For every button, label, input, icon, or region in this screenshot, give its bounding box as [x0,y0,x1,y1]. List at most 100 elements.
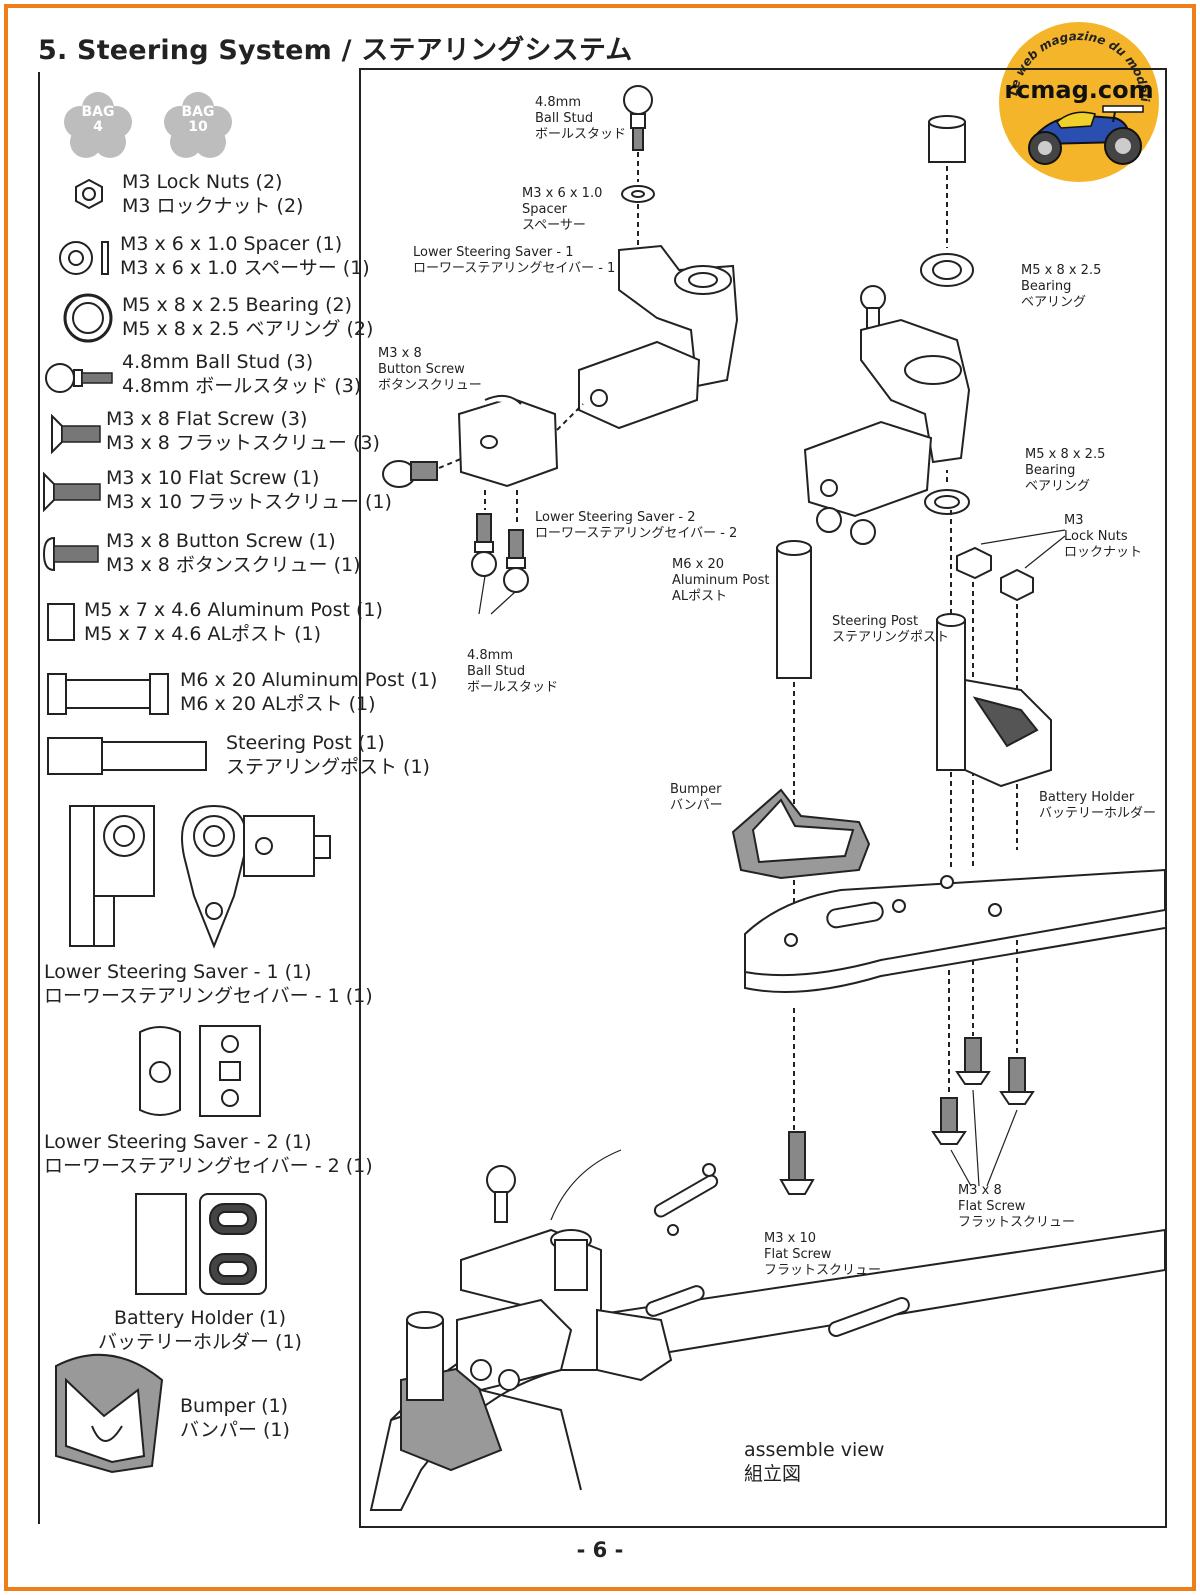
m6-alu-post-icon [47,673,169,715]
part-lock-nuts: M3 Lock Nuts (2) M3 ロックナット (2) [122,170,303,218]
part-lower-saver-2-jp: ローワーステアリングセイバー - 2 (1) [44,1155,373,1177]
part-flat-screw-10-jp: M3 x 10 フラットスクリュー (1) [106,491,392,513]
callout-spacer: M3 x 6 x 1.0 Spacer スペーサー [522,186,602,234]
part-m5-alu-post-en: M5 x 7 x 4.6 Aluminum Post (1) [84,599,383,621]
part-lower-saver-2: Lower Steering Saver - 2 (1) ローワーステアリングセ… [44,1130,373,1178]
callout-bumper-en: Bumper [670,782,722,797]
callout-flat-screw-8: M3 x 8 Flat Screw フラットスクリュー [958,1183,1075,1231]
callout-bearing-bottom: M5 x 8 x 2.5 Bearing ベアリング [1025,447,1105,495]
part-bearing-jp: M5 x 8 x 2.5 ベアリング (2) [122,318,374,340]
page-frame [4,4,1196,1591]
part-bumper: Bumper (1) バンパー (1) [180,1394,290,1442]
callout-ball-stud-bottom-size: 4.8mm [467,648,514,663]
callout-lower-saver-1-en: Lower Steering Saver - 1 [413,245,574,260]
part-battery-holder: Battery Holder (1) バッテリーホルダー (1) [92,1306,308,1354]
callout-steering-post: Steering Post ステアリングポスト [832,614,949,646]
callout-ball-stud-top-size: 4.8mm [535,95,582,110]
callout-button-screw-jp: ボタンスクリュー [378,378,482,393]
part-lock-nuts-jp: M3 ロックナット (2) [122,195,304,217]
callout-assemble-view: assemble view 組立図 [744,1438,884,1486]
part-ball-stud: 4.8mm Ball Stud (3) 4.8mm ボールスタッド (3) [122,350,361,398]
callout-button-screw: M3 x 8 Button Screw ボタンスクリュー [378,346,482,394]
part-ball-stud-jp: 4.8mm ボールスタッド (3) [122,375,362,397]
callout-lower-saver-1-jp: ローワーステアリングセイバー - 1 [413,261,616,276]
lock-nut-icon [75,178,103,210]
bumper-icon [55,1353,164,1474]
callout-alu-post-en: Aluminum Post [672,573,770,588]
callout-lower-saver-1: Lower Steering Saver - 1 ローワーステアリングセイバー … [413,245,615,277]
callout-lock-nuts-en: Lock Nuts [1064,529,1128,544]
callout-lower-saver-2: Lower Steering Saver - 2 ローワーステアリングセイバー … [535,510,737,542]
bag-4-line2: 4 [93,119,103,135]
page-title: 5. Steering System / ステアリングシステム [38,35,633,66]
callout-bearing-bottom-jp: ベアリング [1025,479,1091,494]
callout-button-screw-size: M3 x 8 [378,346,422,361]
callout-ball-stud-bottom-jp: ボールスタッド [467,680,559,695]
callout-steering-post-en: Steering Post [832,614,919,629]
left-column-rule [38,72,40,1524]
part-spacer-en: M3 x 6 x 1.0 Spacer (1) [120,233,343,255]
lower-saver-1-drawing [578,244,739,430]
callout-bearing-top-size: M5 x 8 x 2.5 [1021,263,1102,278]
lower-saver-2-icon [139,1025,261,1117]
part-lower-saver-1-jp: ローワーステアリングセイバー - 1 (1) [44,985,373,1007]
callout-flat-screw-10: M3 x 10 Flat Screw フラットスクリュー [764,1231,881,1279]
callout-ball-stud-top-jp: ボールスタッド [535,127,627,142]
spacer-icon [59,241,109,275]
part-steering-post-en: Steering Post (1) [226,732,385,754]
callout-bumper-jp: バンパー [670,798,723,813]
part-steering-post-jp: ステアリングポスト (1) [226,756,430,778]
callout-spacer-size: M3 x 6 x 1.0 [522,186,603,201]
callout-battery-holder-jp: バッテリーホルダー [1039,806,1157,821]
callout-flat-screw-8-jp: フラットスクリュー [958,1215,1076,1230]
part-m6-alu-post: M6 x 20 Aluminum Post (1) M6 x 20 ALポスト … [180,668,437,716]
callout-bearing-bottom-size: M5 x 8 x 2.5 [1025,447,1106,462]
callout-flat-screw-10-jp: フラットスクリュー [764,1263,882,1278]
callout-lock-nuts-size: M3 [1064,513,1084,528]
callout-lock-nuts-jp: ロックナット [1064,545,1143,560]
part-spacer-jp: M3 x 6 x 1.0 スペーサー (1) [120,257,370,279]
callout-bearing-top: M5 x 8 x 2.5 Bearing ベアリング [1021,263,1101,311]
button-screw-drawing [382,460,438,488]
battery-holder-drawing [964,678,1052,788]
exploded-diagram [369,85,1165,1511]
part-battery-holder-jp: バッテリーホルダー (1) [98,1331,302,1353]
part-lower-saver-1: Lower Steering Saver - 1 (1) ローワーステアリングセ… [44,960,373,1008]
m5-alu-post-icon [47,603,75,641]
part-button-screw-en: M3 x 8 Button Screw (1) [106,530,336,552]
callout-alu-post: M6 x 20 Aluminum Post ALポスト [672,557,770,605]
ball-stud-icon [45,363,113,393]
callout-flat-screw-10-size: M3 x 10 [764,1231,816,1246]
callout-bearing-bottom-en: Bearing [1025,463,1076,478]
callout-alu-post-size: M6 x 20 [672,557,724,572]
callout-ball-stud-bottom: 4.8mm Ball Stud ボールスタッド [467,648,558,696]
callout-flat-screw-8-en: Flat Screw [958,1199,1026,1214]
part-flat-screw-10-en: M3 x 10 Flat Screw (1) [106,467,320,489]
part-ball-stud-en: 4.8mm Ball Stud (3) [122,351,314,373]
callout-battery-holder-en: Battery Holder [1039,790,1135,805]
assemble-view-drawing [369,1149,1165,1511]
part-lower-saver-1-en: Lower Steering Saver - 1 (1) [44,961,312,983]
part-flat-screw-10: M3 x 10 Flat Screw (1) M3 x 10 フラットスクリュー… [106,466,392,514]
part-steering-post: Steering Post (1) ステアリングポスト (1) [226,731,430,779]
callout-bearing-top-en: Bearing [1021,279,1072,294]
part-flat-screw-8: M3 x 8 Flat Screw (3) M3 x 8 フラットスクリュー (… [106,407,380,455]
callout-ball-stud-bottom-en: Ball Stud [467,664,526,679]
part-button-screw-jp: M3 x 8 ボタンスクリュー (1) [106,554,361,576]
bag-4-line1: BAG [81,104,115,120]
part-flat-screw-8-en: M3 x 8 Flat Screw (3) [106,408,308,430]
lower-saver-1-icon [69,804,331,949]
callout-alu-post-jp: ALポスト [672,589,728,604]
part-lower-saver-2-en: Lower Steering Saver - 2 (1) [44,1131,312,1153]
callout-button-screw-en: Button Screw [378,362,465,377]
part-bearing-en: M5 x 8 x 2.5 Bearing (2) [122,294,352,316]
steering-assembly-drawing [803,285,971,545]
chassis-plate-drawing [744,868,1165,993]
callout-bumper: Bumper バンパー [670,782,723,814]
bag-10-line1: BAG [181,104,215,120]
part-battery-holder-en: Battery Holder (1) [113,1307,287,1329]
bumper-drawing [731,788,871,880]
part-m6-alu-post-en: M6 x 20 Aluminum Post (1) [180,669,438,691]
bearing-icon [63,293,113,343]
